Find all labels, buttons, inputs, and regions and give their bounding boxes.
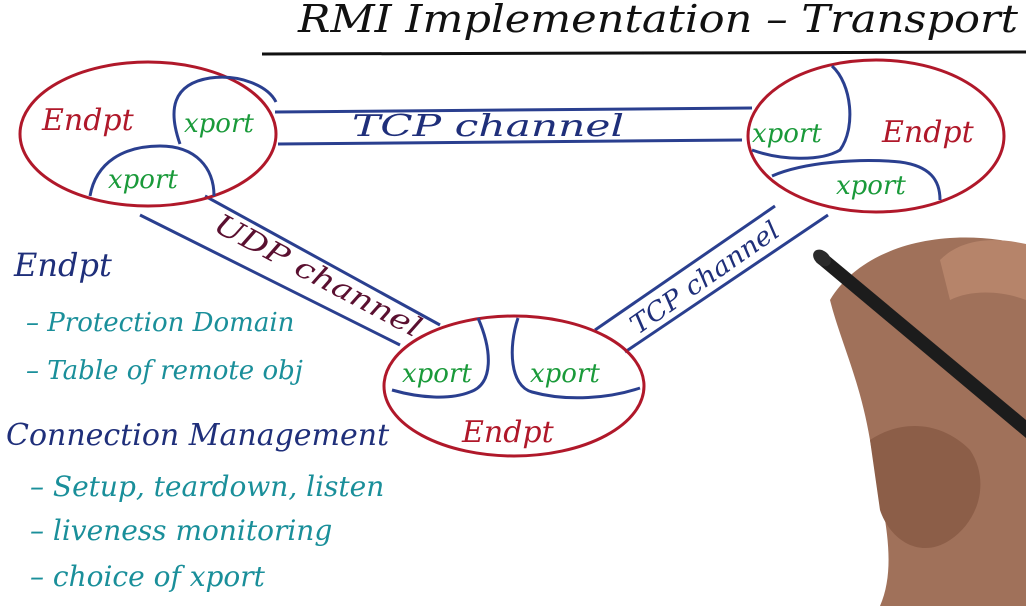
xport-label: xport (752, 119, 822, 149)
xport-label: xport (530, 359, 600, 389)
xport-label: xport (184, 109, 254, 139)
endpoint-label: Endpt (881, 115, 975, 150)
hand-holding-pen-icon (813, 237, 1026, 606)
channel-label-tcp-top: TCP channel (352, 109, 624, 144)
endpoint-label: Endpt (461, 415, 555, 450)
notes-endpt-item: – Protection Domain (26, 308, 295, 338)
notes-endpt-heading: Endpt (14, 246, 112, 284)
notes-conn-item: – liveness monitoring (30, 514, 333, 547)
endpoint-top-right: Endpt xport xport (746, 58, 1006, 214)
notes-conn-item: – choice of xport (30, 560, 265, 593)
notes-conn-heading: Connection Management (6, 418, 390, 453)
slide-title: RMI Implementation – Transport (297, 0, 1019, 41)
xport-label: xport (108, 165, 178, 195)
endpoint-top-left: Endpt xport xport (18, 60, 278, 208)
xport-label: xport (402, 359, 472, 389)
tcp-channel-top: TCP channel (274, 106, 753, 146)
endpoint-label: Endpt (41, 103, 135, 138)
xport-label: xport (836, 171, 906, 201)
title-underline (261, 50, 1026, 56)
notes-conn-item: – Setup, teardown, listen (30, 470, 385, 503)
notes-endpt-item: – Table of remote obj (26, 356, 303, 386)
endpoint-bottom: Endpt xport xport (382, 314, 646, 458)
